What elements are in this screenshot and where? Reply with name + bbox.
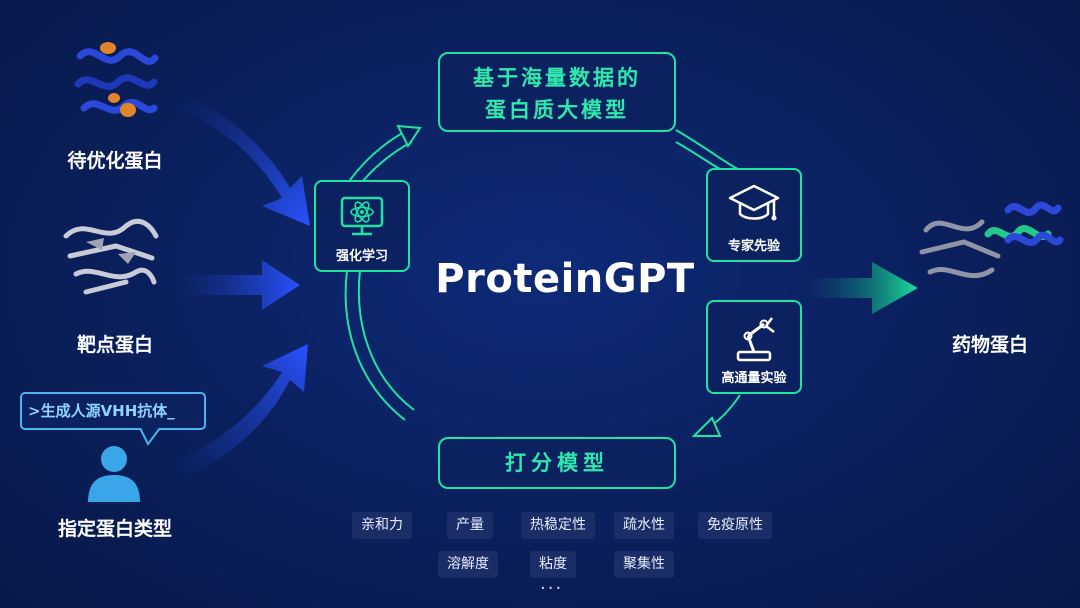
- node-expert-label: 专家先验: [727, 239, 780, 254]
- more-ellipsis: ···: [540, 578, 564, 599]
- robot-arm-icon: [736, 317, 775, 362]
- tag-viscosity: 粘度: [530, 551, 576, 578]
- foundation-model-box: 基于海量数据的 蛋白质大模型: [438, 52, 676, 132]
- input-arrow-target: [178, 260, 300, 310]
- user-icon: [88, 446, 140, 502]
- prompt-text: >生成人源VHH抗体_: [28, 402, 175, 420]
- bubble-tail: [139, 428, 161, 446]
- drug-protein-icon: [919, 201, 1064, 279]
- label-output: 药物蛋白: [951, 334, 1028, 356]
- node-high-throughput-label: 高通量实验: [721, 371, 787, 386]
- label-target: 靶点蛋白: [76, 334, 153, 356]
- node-reinforcement-label: 强化学习: [335, 249, 388, 264]
- node-reinforcement-learning: 强化学习: [314, 180, 410, 272]
- foundation-model-line2: 蛋白质大模型: [485, 98, 629, 122]
- label-optimize: 待优化蛋白: [67, 150, 163, 172]
- input-arrow-optimize: [180, 96, 310, 226]
- graduation-cap-icon: [728, 184, 780, 221]
- tag-solubility: 溶解度: [438, 551, 498, 578]
- cycle-arrowhead-top: [396, 124, 422, 148]
- node-high-throughput: 高通量实验: [706, 300, 802, 394]
- tag-affinity: 亲和力: [352, 512, 412, 539]
- input-arrow-specify: [175, 344, 308, 478]
- monitor-atom-icon: [340, 196, 384, 236]
- foundation-model-line1: 基于海量数据的: [473, 66, 641, 90]
- tag-aggregation: 聚集性: [614, 551, 674, 578]
- protein-sheet-icon: [63, 218, 159, 295]
- output-arrow: [805, 262, 918, 314]
- node-expert-prior: 专家先验: [706, 168, 802, 262]
- tag-hydrophobicity: 疏水性: [614, 512, 674, 539]
- tag-thermostability: 热稳定性: [521, 512, 595, 539]
- tag-yield: 产量: [447, 512, 493, 539]
- protein-helix-icon: [74, 42, 159, 117]
- center-title: ProteinGPT: [435, 256, 695, 302]
- cycle-arrowhead-bottom: [691, 416, 722, 437]
- prompt-bubble[interactable]: >生成人源VHH抗体_: [20, 392, 206, 430]
- label-specify: 指定蛋白类型: [57, 518, 172, 540]
- scoring-model-box: 打分模型: [438, 437, 676, 489]
- tag-immunogenicity: 免疫原性: [698, 512, 772, 539]
